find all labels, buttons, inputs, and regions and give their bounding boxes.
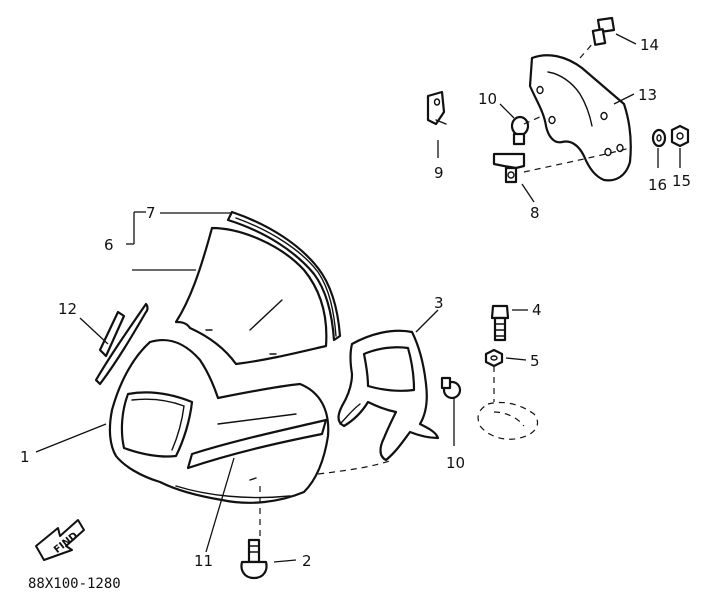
- part-2-bolt[interactable]: [240, 538, 268, 580]
- callout-11: 11: [194, 552, 213, 570]
- part-9-clip[interactable]: [426, 90, 447, 126]
- part-10-grommet-lower[interactable]: [440, 376, 462, 400]
- callout-2: 2: [302, 552, 312, 570]
- part-1-cowling[interactable]: [108, 338, 330, 504]
- callout-7: 7: [146, 204, 156, 222]
- callout-16: 16: [648, 176, 667, 194]
- callout-9: 9: [434, 164, 444, 182]
- callout-14: 14: [640, 36, 659, 54]
- frame-mount-outline: [477, 401, 539, 440]
- callout-3: 3: [434, 294, 444, 312]
- callouts: 1 2 3 4 5 6 7 8 9 10 10 11 12 13 14 15 1…: [20, 36, 691, 570]
- find-arrow-icon[interactable]: FIND: [35, 519, 85, 561]
- part-10-grommet-upper[interactable]: [510, 115, 530, 146]
- callout-8: 8: [530, 204, 540, 222]
- callout-6: 6: [104, 236, 114, 254]
- callout-10-lower: 10: [446, 454, 465, 472]
- part-12-strip[interactable]: [94, 302, 149, 386]
- part-14-bolt[interactable]: [591, 16, 616, 46]
- callout-5: 5: [530, 352, 540, 370]
- callout-12: 12: [58, 300, 77, 318]
- leader-lines: [35, 33, 681, 563]
- callout-15: 15: [672, 172, 691, 190]
- part-7-trim[interactable]: [226, 210, 342, 342]
- callout-10-upper: 10: [478, 90, 497, 108]
- callout-1: 1: [20, 448, 30, 466]
- part-16-washer[interactable]: [651, 128, 667, 148]
- drawing-code: 88X100-1280: [28, 576, 121, 592]
- part-5-nut[interactable]: [484, 348, 504, 368]
- callout-13: 13: [638, 86, 657, 104]
- part-6-windshield[interactable]: [174, 226, 328, 366]
- part-13-plate[interactable]: [528, 54, 632, 182]
- part-8-holder[interactable]: [492, 152, 526, 184]
- part-4-bolt[interactable]: [490, 304, 510, 342]
- callout-4: 4: [532, 301, 542, 319]
- part-15-nut[interactable]: [670, 124, 690, 148]
- part-3-bracket[interactable]: [337, 329, 440, 462]
